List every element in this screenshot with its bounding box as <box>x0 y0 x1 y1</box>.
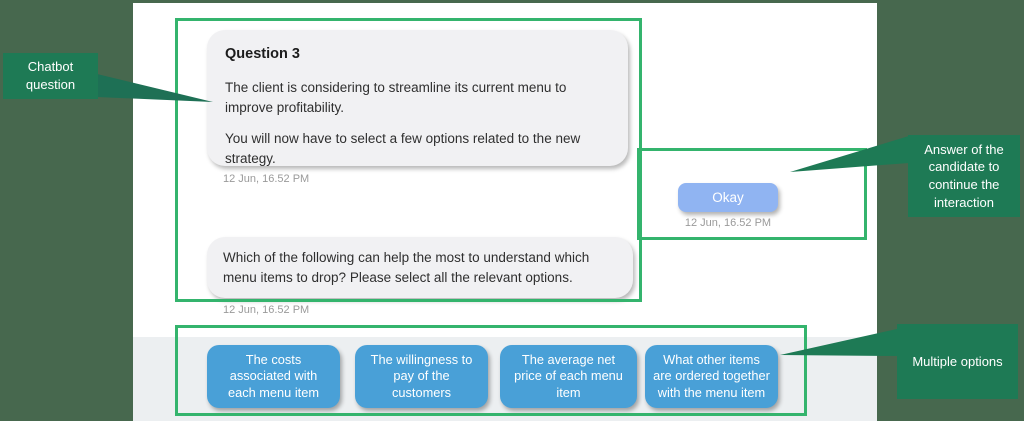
question-title: Question 3 <box>225 46 300 62</box>
followup-bubble: Which of the following can help the most… <box>207 237 633 298</box>
question-paragraph-2: You will now have to select a few option… <box>225 131 581 166</box>
annotation-label-text: Multiple options <box>912 353 1003 369</box>
okay-button[interactable]: Okay <box>678 183 778 212</box>
option-button-willingness[interactable]: The willingness to pay of the customers <box>355 345 488 408</box>
question-bubble: Question 3 The client is considering to … <box>207 30 628 166</box>
annotation-label-candidate-answer: Answer of the candidate to continue the … <box>908 135 1020 217</box>
option-button-ordered-together[interactable]: What other items are ordered together wi… <box>645 345 778 408</box>
annotation-label-text: Answer of the candidate to continue the … <box>924 141 1004 210</box>
annotation-label-text: Chatbot question <box>25 59 76 92</box>
option-button-costs[interactable]: The costs associated with each menu item <box>207 345 340 408</box>
question-timestamp: 12 Jun, 16.52 PM <box>223 173 310 185</box>
followup-text: Which of the following can help the most… <box>223 249 590 285</box>
option-button-net-price[interactable]: The average net price of each menu item <box>500 345 637 408</box>
answer-timestamp: 12 Jun, 16.52 PM <box>684 217 772 229</box>
annotation-label-chatbot-question: Chatbot question <box>3 53 98 99</box>
chat-panel: Question 3 The client is considering to … <box>133 3 877 421</box>
followup-timestamp: 12 Jun, 16.52 PM <box>223 304 310 316</box>
question-paragraph-1: The client is considering to streamline … <box>225 80 567 115</box>
annotation-label-multiple-options: Multiple options <box>897 324 1018 399</box>
